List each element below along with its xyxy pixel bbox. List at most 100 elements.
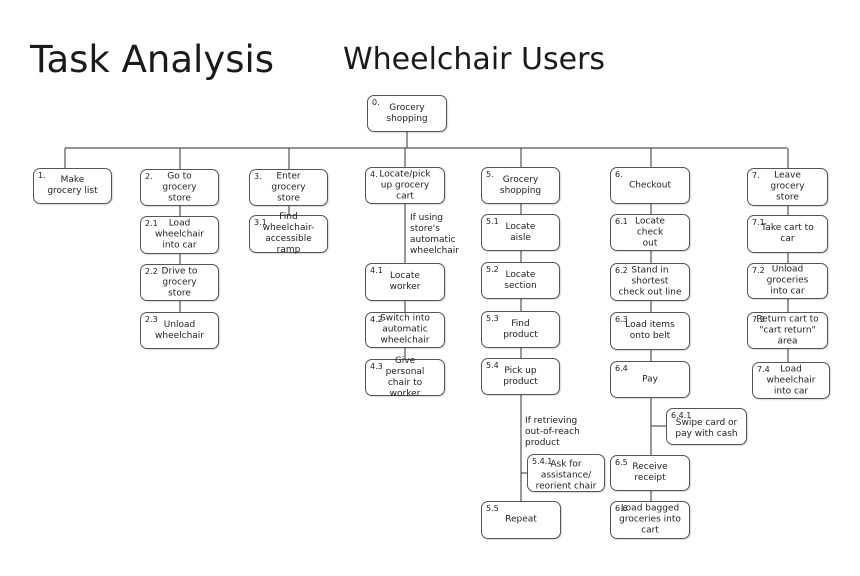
task-number: 3. bbox=[254, 172, 262, 181]
step-number: 5.5 bbox=[486, 504, 499, 513]
task-number: 2. bbox=[145, 172, 153, 181]
step-number: 5.4 bbox=[486, 361, 499, 370]
step-label: Locate aisle bbox=[505, 221, 536, 243]
step-node-6-5: 6.5 Receive receipt bbox=[610, 455, 690, 491]
step-node-6-4: 6.4 Pay bbox=[610, 361, 690, 398]
step-node-6-6: 6.6 Load bagged groceries into cart bbox=[610, 501, 690, 539]
step-number: 6.4 bbox=[615, 364, 628, 373]
step-label: Load wheelchair into car bbox=[154, 218, 204, 251]
step-node-5-3: 5.3 Find product bbox=[481, 311, 560, 348]
step-number: 6.3 bbox=[615, 315, 628, 324]
step-number: 5.3 bbox=[486, 314, 499, 323]
step-node-2-2: 2.2 Drive to grocery store bbox=[140, 264, 219, 301]
step-number: 7.4 bbox=[757, 365, 770, 374]
step-label: Give personal chair to worker bbox=[385, 355, 425, 399]
step-number: 7.1 bbox=[752, 218, 765, 227]
step-node-7-2: 7.2 Unload groceries into car bbox=[747, 263, 828, 299]
page-subtitle: Wheelchair Users bbox=[343, 42, 606, 77]
step-number: 6.6 bbox=[615, 504, 628, 513]
step-node-5-4: 5.4 Pick up product bbox=[481, 358, 560, 395]
step-node-4-2: 4.2 Switch into automatic wheelchair bbox=[365, 312, 445, 348]
task-label: Leave grocery store bbox=[770, 170, 805, 203]
step-label: Take cart to car bbox=[761, 223, 814, 244]
step-label: Receive receipt bbox=[632, 462, 668, 483]
step-label: Drive to grocery store bbox=[161, 266, 198, 298]
step-number: 5.1 bbox=[486, 217, 499, 226]
step-node-6-2: 6.2 Stand in shortest check out line bbox=[610, 263, 690, 301]
step-number: 4.1 bbox=[370, 266, 383, 275]
substep-node-6-4-1: 6.4.1 Swipe card or pay with cash bbox=[666, 408, 747, 445]
task-label: Grocery shopping bbox=[386, 102, 428, 124]
task-node-7: 7. Leave grocery store bbox=[747, 168, 828, 206]
task-node-3: 3. Enter grocery store bbox=[249, 169, 328, 206]
task-label: Grocery shopping bbox=[499, 174, 542, 196]
step-number: 6.1 bbox=[615, 217, 628, 226]
step-label: Unload wheelchair bbox=[155, 319, 205, 341]
step-number: 7.3 bbox=[752, 315, 765, 324]
step-number: 3.1 bbox=[254, 218, 267, 227]
task-number: 5. bbox=[486, 170, 494, 179]
task-label: Go to grocery store bbox=[162, 171, 197, 203]
step-node-5-1: 5.1 Locate aisle bbox=[481, 214, 560, 251]
root-task-node: 0. Grocery shopping bbox=[367, 95, 447, 132]
step-number: 2.2 bbox=[145, 267, 158, 276]
step-node-4-3: 4.3 Give personal chair to worker bbox=[365, 356, 445, 399]
step-label: Repeat bbox=[505, 514, 537, 525]
step-number: 5.4.1 bbox=[532, 457, 553, 466]
step-label: Swipe card or pay with cash bbox=[675, 418, 738, 440]
task-node-4: 4. Locate/pick up grocery cart bbox=[365, 167, 445, 204]
step-label: Find product bbox=[503, 318, 538, 340]
task-number: 4. bbox=[370, 170, 378, 179]
task-node-6: 6. Checkout bbox=[610, 167, 690, 204]
task-label: Make grocery list bbox=[47, 175, 98, 196]
step-number: 4.3 bbox=[370, 362, 383, 371]
step-label: Unload groceries into car bbox=[766, 264, 809, 297]
condition-note: If using store's automatic wheelchair bbox=[410, 213, 460, 256]
condition-note: If retrieving out-of-reach product bbox=[525, 416, 580, 448]
step-number: 2.3 bbox=[145, 315, 158, 324]
task-label: Enter grocery store bbox=[271, 171, 306, 203]
step-label: Locate worker bbox=[389, 271, 421, 292]
step-label: Pick up product bbox=[503, 365, 538, 387]
step-node-3-1: 3.1 Find wheelchair-accessible ramp bbox=[249, 212, 328, 255]
step-node-4-1: 4.1 Locate worker bbox=[365, 263, 445, 301]
task-number: 7. bbox=[752, 171, 760, 180]
step-node-7-3: 7.3 Return cart to "cart return" area bbox=[747, 312, 828, 349]
step-node-6-1: 6.1 Locate check out bbox=[610, 214, 690, 251]
step-number: 6.2 bbox=[615, 266, 628, 275]
step-label: Switch into automatic wheelchair bbox=[380, 313, 430, 346]
step-label: Locate section bbox=[504, 269, 537, 291]
step-node-7-4: 7.4 Load wheelchair into car bbox=[752, 362, 830, 399]
task-label: Locate/pick up grocery cart bbox=[379, 169, 431, 201]
step-label: Load bagged groceries into cart bbox=[619, 503, 681, 536]
step-label: Ask for assistance/ reorient chair bbox=[535, 459, 597, 492]
step-node-2-3: 2.3 Unload wheelchair bbox=[140, 312, 219, 349]
task-label: Checkout bbox=[628, 180, 672, 190]
task-number: 1. bbox=[38, 171, 46, 180]
step-label: Stand in shortest check out line bbox=[618, 265, 682, 298]
task-number: 6. bbox=[615, 170, 623, 179]
step-label: Load wheelchair into car bbox=[766, 364, 816, 396]
task-node-5: 5. Grocery shopping bbox=[481, 167, 560, 204]
substep-node-5-4-1: 5.4.1 Ask for assistance/ reorient chair bbox=[527, 454, 605, 492]
step-label: Load items onto belt bbox=[625, 320, 675, 341]
task-node-2: 2. Go to grocery store bbox=[140, 169, 219, 206]
step-number: 7.2 bbox=[752, 266, 765, 275]
task-node-1: 1. Make grocery list bbox=[33, 168, 112, 204]
step-number: 6.5 bbox=[615, 458, 628, 467]
step-node-5-2: 5.2 Locate section bbox=[481, 262, 560, 299]
page-title: Task Analysis bbox=[30, 38, 275, 81]
step-number: 6.4.1 bbox=[671, 411, 692, 420]
step-number: 4.2 bbox=[370, 315, 383, 324]
step-label: Locate check out bbox=[635, 216, 665, 248]
step-label: Find wheelchair-accessible ramp bbox=[262, 212, 315, 255]
step-label: Pay bbox=[642, 374, 658, 384]
step-node-5-5: 5.5 Repeat bbox=[481, 501, 561, 539]
step-node-6-3: 6.3 Load items onto belt bbox=[610, 312, 690, 350]
task-number: 0. bbox=[372, 98, 380, 107]
step-number: 2.1 bbox=[145, 219, 158, 228]
step-number: 5.2 bbox=[486, 265, 499, 274]
step-label: Return cart to "cart return" area bbox=[756, 314, 819, 346]
step-node-2-1: 2.1 Load wheelchair into car bbox=[140, 216, 219, 254]
